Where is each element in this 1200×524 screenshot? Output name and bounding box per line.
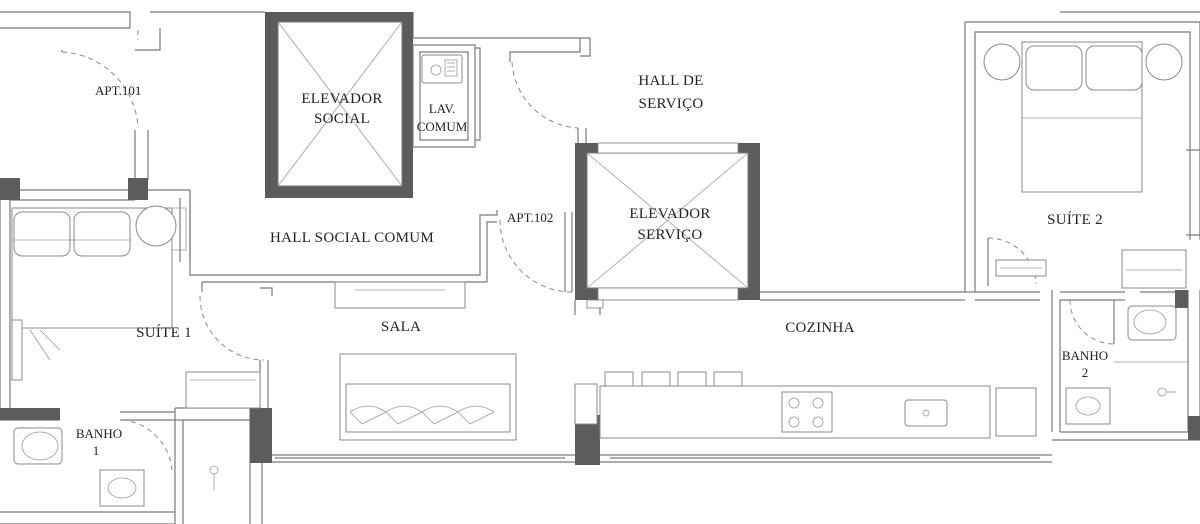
- room-labels: APT.101 ELEVADOR SOCIAL LAV. COMUM HALL …: [76, 73, 1108, 458]
- label-banho2-line1: BANHO: [1062, 348, 1108, 363]
- label-banho2-line2: 2: [1082, 365, 1089, 380]
- label-elevador-social-line2: SOCIAL: [314, 111, 370, 127]
- elevador-social: [265, 12, 413, 198]
- label-apt102: APT.102: [507, 210, 553, 225]
- label-elevador-servico-line1: ELEVADOR: [629, 206, 710, 222]
- label-hall-social-comum: HALL SOCIAL COMUM: [270, 230, 434, 246]
- label-cozinha: COZINHA: [785, 320, 855, 336]
- label-suite1: SUÍTE 1: [136, 324, 192, 341]
- lav-comum: [412, 44, 481, 148]
- banho1-fixtures: [13, 427, 219, 507]
- label-banho1-line2: 1: [93, 443, 100, 458]
- label-banho1-line1: BANHO: [76, 426, 122, 441]
- cozinha-furniture: [574, 371, 1037, 439]
- suite2-furniture: [983, 41, 1187, 289]
- label-apt101: APT.101: [95, 83, 141, 98]
- label-lav-comum-line2: COMUM: [417, 119, 468, 134]
- label-sala: SALA: [381, 319, 421, 335]
- label-hall-servico-line1: HALL DE: [638, 73, 703, 89]
- label-hall-servico-line2: SERVIÇO: [638, 96, 703, 112]
- label-suite2: SUÍTE 2: [1047, 211, 1103, 228]
- walls: [0, 11, 1200, 524]
- label-elevador-social-line1: ELEVADOR: [301, 91, 382, 107]
- suite1-furniture: [11, 205, 261, 409]
- banho2-fixtures: [1065, 305, 1188, 425]
- elevador-servico: [575, 142, 760, 309]
- label-lav-comum-line1: LAV.: [429, 101, 456, 116]
- sala-furniture: [334, 281, 517, 441]
- label-elevador-servico-line2: SERVIÇO: [637, 227, 702, 243]
